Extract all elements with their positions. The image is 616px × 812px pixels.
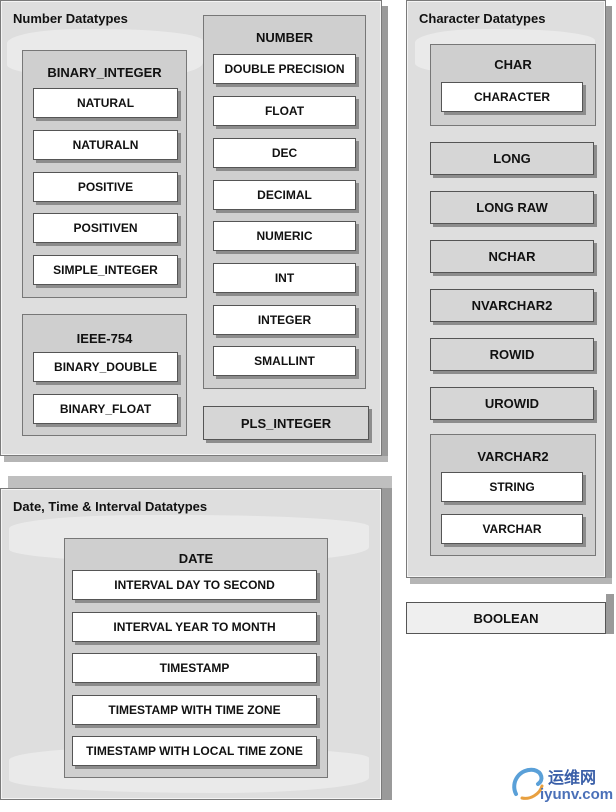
- date-item: TIMESTAMP WITH LOCAL TIME ZONE: [72, 736, 317, 766]
- date-datatypes-title: Date, Time & Interval Datatypes: [13, 499, 208, 514]
- date-item: TIMESTAMP: [72, 653, 317, 683]
- panel-shadow-right: [382, 476, 392, 800]
- character-item: LONG RAW: [430, 191, 594, 224]
- boolean-box: BOOLEAN: [406, 602, 606, 634]
- panel-shadow-right: [606, 6, 612, 584]
- date-item: INTERVAL DAY TO SECOND: [72, 570, 317, 600]
- panel-shadow-bottom: [4, 456, 388, 462]
- ieee-754-item: BINARY_FLOAT: [33, 394, 178, 424]
- binary-integer-item: POSITIVE: [33, 172, 178, 202]
- number-item: DOUBLE PRECISION: [213, 54, 356, 84]
- ieee-754-item: BINARY_DOUBLE: [33, 352, 178, 382]
- number-datatypes-title: Number Datatypes: [13, 11, 128, 26]
- binary-integer-title: BINARY_INTEGER: [47, 65, 162, 80]
- character-item: ROWID: [430, 338, 594, 371]
- binary-integer-item: NATURALN: [33, 130, 178, 160]
- char-title: CHAR: [494, 57, 532, 72]
- boolean-shadow: [606, 594, 614, 634]
- date-item: INTERVAL YEAR TO MONTH: [72, 612, 317, 642]
- character-item: NVARCHAR2: [430, 289, 594, 322]
- panel-shadow-top: [8, 476, 392, 488]
- character-item: NCHAR: [430, 240, 594, 273]
- character-item: LONG: [430, 142, 594, 175]
- number-title: NUMBER: [255, 30, 314, 45]
- varchar2-title: VARCHAR2: [477, 449, 549, 464]
- char-item: CHARACTER: [441, 82, 583, 112]
- varchar2-item: VARCHAR: [441, 514, 583, 544]
- binary-integer-item: POSITIVEN: [33, 213, 178, 243]
- character-datatypes-title: Character Datatypes: [419, 11, 546, 26]
- watermark-logo: 运维网 iyunv.com: [508, 762, 613, 808]
- panel-shadow-right: [382, 6, 388, 462]
- binary-integer-item: NATURAL: [33, 88, 178, 118]
- number-item: INT: [213, 263, 356, 293]
- number-item: NUMERIC: [213, 221, 356, 251]
- pls-integer-box: PLS_INTEGER: [203, 406, 369, 440]
- ieee-754-title: IEEE-754: [76, 331, 133, 346]
- number-item: SMALLINT: [213, 346, 356, 376]
- watermark-url-text: iyunv.com: [540, 786, 614, 803]
- number-item: DECIMAL: [213, 180, 356, 210]
- date-title: DATE: [178, 551, 214, 566]
- date-item: TIMESTAMP WITH TIME ZONE: [72, 695, 317, 725]
- number-item: INTEGER: [213, 305, 356, 335]
- watermark-cn-text: 运维网: [548, 770, 597, 787]
- swirl-icon: [512, 767, 544, 800]
- number-item: FLOAT: [213, 96, 356, 126]
- panel-shadow-bottom: [410, 578, 612, 584]
- number-item: DEC: [213, 138, 356, 168]
- varchar2-item: STRING: [441, 472, 583, 502]
- binary-integer-item: SIMPLE_INTEGER: [33, 255, 178, 285]
- character-item: UROWID: [430, 387, 594, 420]
